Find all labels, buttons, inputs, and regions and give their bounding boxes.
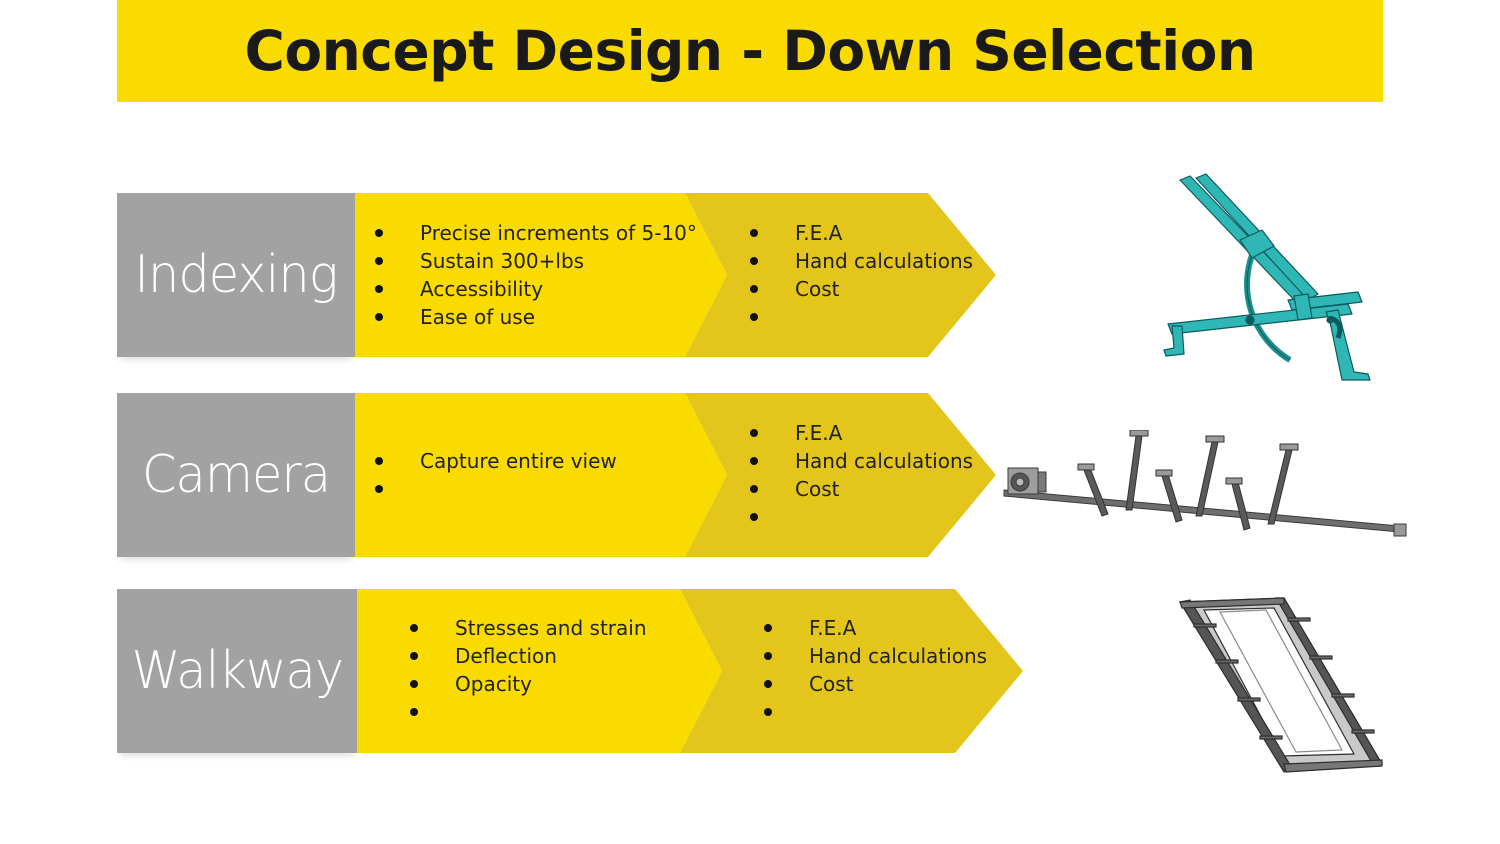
row-walkway: Walkway Stresses and strain Deflection O… [117, 589, 1027, 753]
requirements-chevron [355, 393, 727, 557]
requirements-list: Stresses and strain Deflection Opacity [410, 614, 647, 726]
row-camera: Camera Capture entire view F.E.A Hand ca… [117, 393, 997, 557]
category-label: Camera [141, 445, 331, 505]
list-item: Hand calculations [750, 247, 973, 275]
list-item: Cost [764, 670, 987, 698]
list-item: Deflection [410, 642, 647, 670]
list-item: Opacity [410, 670, 647, 698]
list-item: Cost [750, 275, 973, 303]
list-item [375, 475, 617, 503]
list-item: F.E.A [764, 614, 987, 642]
list-item: Hand calculations [764, 642, 987, 670]
title-banner: Concept Design - Down Selection [117, 0, 1383, 102]
category-label: Walkway [131, 641, 344, 701]
requirements-list: Precise increments of 5-10° Sustain 300+… [375, 219, 697, 331]
requirements-chevron [357, 589, 722, 753]
list-item: F.E.A [750, 219, 973, 247]
indexing-stand-model [1163, 173, 1371, 381]
list-item: Sustain 300+lbs [375, 247, 697, 275]
list-item: Cost [750, 475, 973, 503]
analysis-list: F.E.A Hand calculations Cost [750, 219, 973, 331]
list-item: Hand calculations [750, 447, 973, 475]
camera-rail-model [1003, 430, 1407, 537]
page-title: Concept Design - Down Selection [244, 19, 1256, 83]
category-label-box: Camera [117, 393, 355, 557]
list-item: Stresses and strain [410, 614, 647, 642]
chevron-arrows [355, 193, 996, 357]
analysis-chevron [685, 193, 996, 357]
row-indexing: Indexing Precise increments of 5-10° Sus… [117, 193, 997, 357]
list-item [750, 303, 973, 331]
list-item: F.E.A [750, 419, 973, 447]
requirements-chevron [355, 193, 727, 357]
analysis-chevron [685, 393, 996, 557]
category-label-box: Walkway [117, 589, 357, 753]
list-item [750, 503, 973, 531]
category-label-box: Indexing [117, 193, 355, 357]
analysis-list: F.E.A Hand calculations Cost [764, 614, 987, 726]
requirements-list: Capture entire view [375, 447, 617, 503]
walkway-frame-model [1178, 597, 1384, 773]
list-item: Accessibility [375, 275, 697, 303]
list-item: Ease of use [375, 303, 697, 331]
list-item: Precise increments of 5-10° [375, 219, 697, 247]
list-item: Capture entire view [375, 447, 617, 475]
analysis-list: F.E.A Hand calculations Cost [750, 419, 973, 531]
list-item [410, 698, 647, 726]
chevron-arrows [355, 393, 996, 557]
list-item [764, 698, 987, 726]
category-label: Indexing [134, 245, 338, 305]
